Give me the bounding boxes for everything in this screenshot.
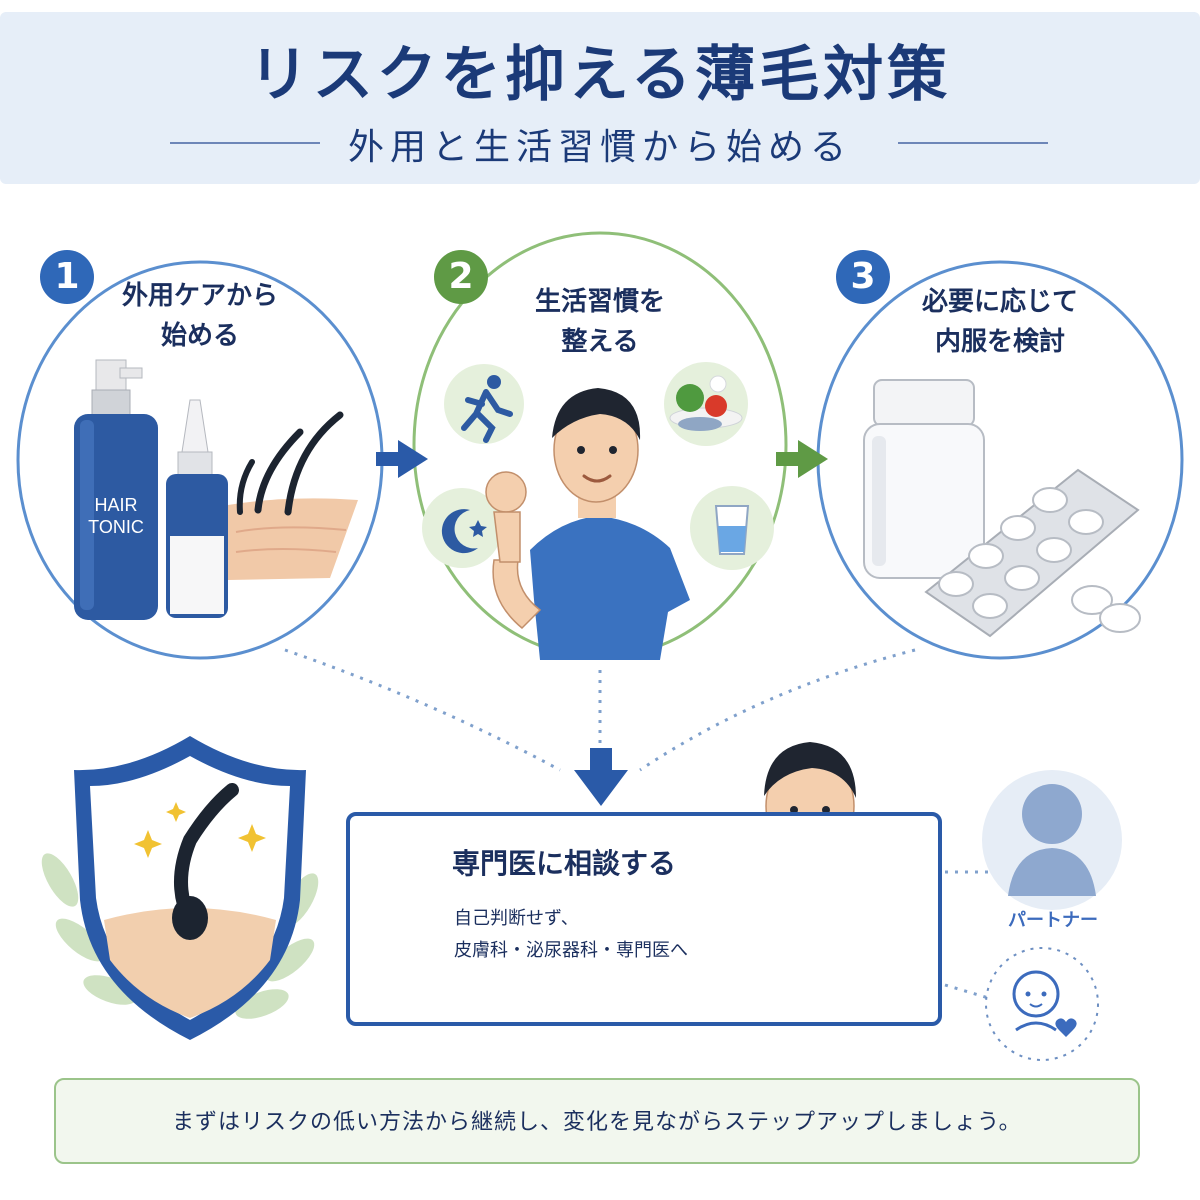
bottle-label-line2: TONIC [88,517,144,537]
step3-badge: 3 [836,250,890,304]
running-icon [461,375,513,443]
consult-title: 専門医に相談する [452,847,677,880]
step2-title-line1: 生活習慣を [534,287,665,317]
partner-avatar [982,770,1122,910]
protection-shield-icon [74,736,306,1040]
consult-line1: 自己判断せず、 [454,908,579,929]
consult-box [346,812,942,1026]
subtitle-rule-left [170,142,320,144]
water-glass-icon [714,505,750,555]
page-title: リスクを抑える薄毛対策 [248,40,952,110]
step1-title-line2: 始める [160,321,239,351]
connector-step3 [639,648,916,772]
baby-icon [985,947,1099,1061]
subtitle-row: 外用と生活習慣から始める [0,118,1200,168]
step1-title: 外用ケアから 始める [100,276,300,356]
consult-line2: 皮膚科・泌尿器科・専門医へ [454,940,688,961]
bottle-label-line1: HAIR [94,495,138,515]
food-icon [669,375,743,431]
step3-title-line2: 内服を検討 [934,327,1065,357]
step2-title: 生活習慣を 整える [500,282,700,362]
laurel-leaves [41,853,319,1019]
connector-step1 [284,648,561,772]
scalp-illustration [228,411,358,580]
step1-badge: 1 [40,250,94,304]
arrow-right-icon [376,440,428,478]
arrow-down-icon [574,748,628,806]
step1-title-line1: 外用ケアから [121,281,278,311]
footer-text: まずはリスクの低い方法から継続し、変化を見ながらステップアップしましょう。 [172,1110,1022,1135]
heart-icon [1055,1018,1077,1037]
dropper-bottle [166,399,228,618]
moon-icon [441,509,487,554]
arrow-right-green-icon [776,440,828,478]
step3-title-line1: 必要に応じて [921,287,1078,317]
footer-note [54,1078,1140,1164]
blister-pack [924,468,1141,638]
partner-label: パートナー [1008,910,1098,931]
subtitle-rule-right [898,142,1048,144]
bottle-label: HAIR TONIC [74,494,158,538]
step2-title-line2: 整える [561,327,639,357]
man-illustration [485,388,690,660]
header-banner [0,12,1200,184]
pill-bottle [863,379,985,579]
hair-tonic-spray-bottle [74,359,158,620]
page-subtitle: 外用と生活習慣から始める [347,127,852,168]
moon-icon-bg [422,488,502,568]
step3-title: 必要に応じて 内服を検討 [900,282,1100,362]
step2-badge: 2 [434,250,488,304]
